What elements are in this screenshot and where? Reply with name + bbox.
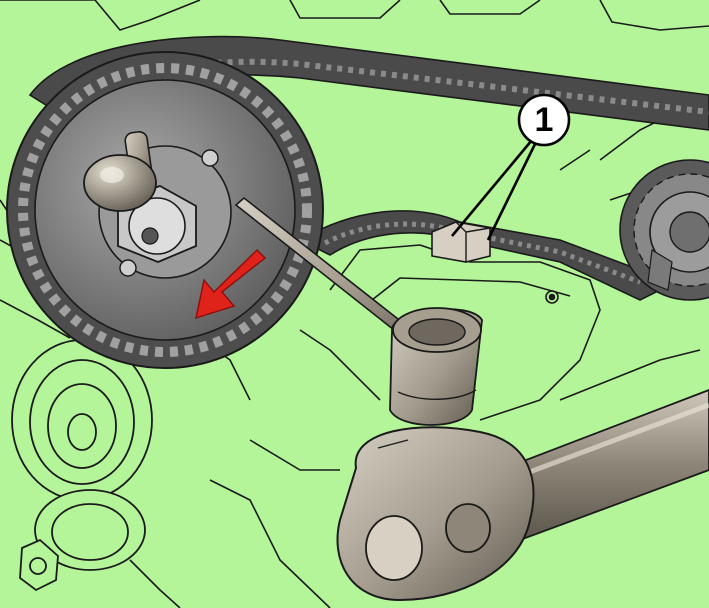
idler-pulley-left	[11, 339, 153, 501]
callout-marker	[517, 93, 571, 147]
crankshaft-sprocket	[6, 51, 324, 369]
callout-leaders	[451, 139, 538, 241]
camshaft-sprocket-right	[619, 159, 709, 301]
ratchet-wrench	[336, 389, 709, 602]
locking-pin	[83, 130, 157, 212]
arrow-down-left-icon	[195, 249, 267, 320]
idler-pulley-bottom	[19, 489, 146, 592]
retaining-plate	[431, 221, 491, 263]
socket-adapter	[389, 307, 483, 426]
